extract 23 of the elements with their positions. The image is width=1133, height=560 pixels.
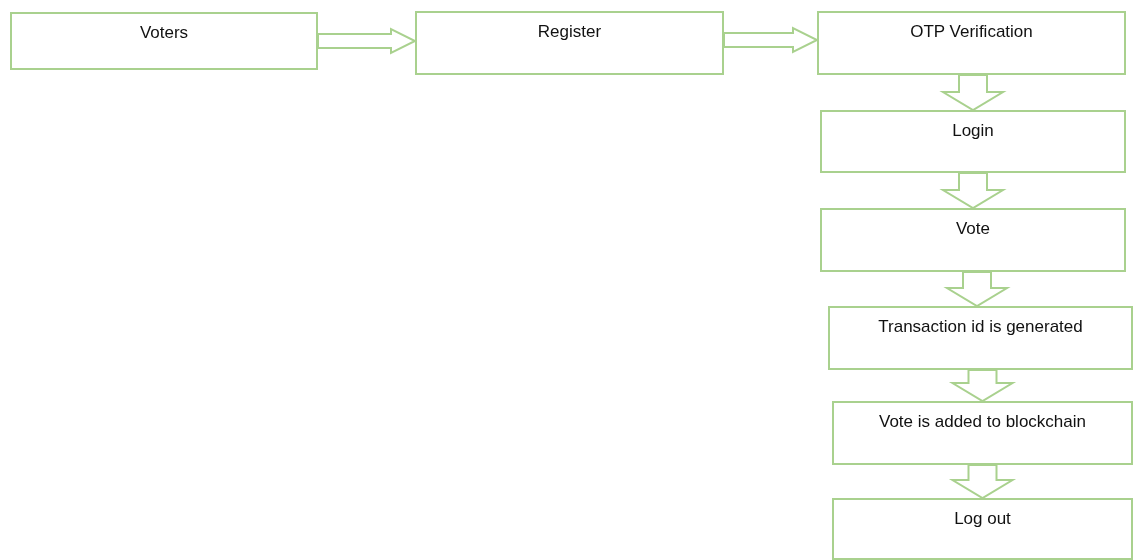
process-box [415, 11, 724, 75]
block-arrow [948, 369, 1017, 403]
process-box [10, 12, 318, 70]
process-box [817, 11, 1126, 75]
box-label: Login [952, 120, 994, 141]
block-arrow [723, 26, 820, 54]
process-box [832, 498, 1133, 560]
box-label: Vote [955, 218, 990, 239]
process-box [820, 208, 1126, 272]
box-label: Vote is added to blockchain [879, 411, 1086, 432]
block-arrow [939, 172, 1007, 210]
block-arrow [943, 271, 1011, 308]
process-box [832, 401, 1133, 465]
process-box [828, 306, 1133, 370]
box-label: Voters [139, 22, 189, 43]
box-label: Log out [954, 508, 1011, 529]
box-label: OTP Verification [910, 21, 1033, 42]
process-box [820, 110, 1126, 173]
block-arrow [948, 464, 1017, 500]
box-label: Transaction id is generated [878, 316, 1083, 337]
block-arrow [317, 27, 418, 55]
block-arrow [939, 74, 1007, 112]
box-label: Register [537, 21, 602, 42]
